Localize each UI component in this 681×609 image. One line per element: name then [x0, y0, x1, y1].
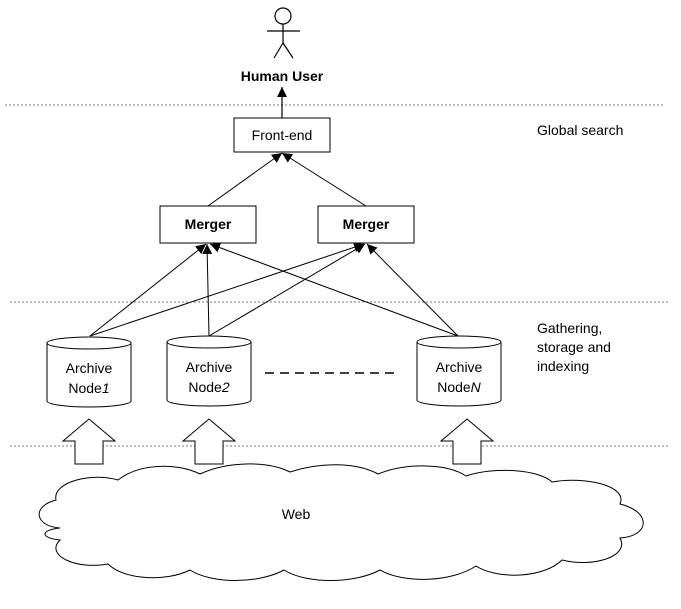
layer-label-gathering-1: Gathering, [537, 320, 602, 336]
arrow-node1-to-merger1 [89, 243, 207, 337]
archive-node-1-line2: Node1 [68, 380, 109, 396]
archive-node-n: Archive NodeN [416, 335, 502, 407]
merger-label-2: Merger [343, 216, 390, 232]
layer-label-gathering-3: indexing [537, 358, 589, 374]
block-arrow-up-n [439, 418, 495, 465]
archive-node-2: Archive Node2 [166, 335, 252, 407]
arrow-nodeN-to-merger2 [366, 243, 459, 337]
archive-node-2-line1: Archive [186, 359, 233, 375]
arrow-merger2-to-frontend [281, 152, 367, 207]
archive-node-n-line2: NodeN [437, 379, 481, 395]
arrow-node2-to-merger1 [202, 243, 213, 337]
merger-box-1 [159, 205, 257, 244]
frontend-box [233, 117, 331, 153]
human-user-icon [267, 7, 300, 59]
merger-label-1: Merger [185, 216, 232, 232]
frontend-label: Front-end [252, 127, 313, 143]
arrow-node2-to-merger2 [208, 243, 366, 337]
arrow-merger1-to-frontend [207, 152, 283, 207]
archive-node-1: Archive Node1 [46, 336, 132, 408]
web-cloud-shape [38, 463, 644, 581]
layer-label-gathering-2: storage and [537, 339, 611, 355]
archive-node-1-line1: Archive [66, 360, 113, 376]
arrow-node1-to-merger2 [89, 242, 365, 337]
arrow-nodeN-to-merger1 [209, 242, 459, 337]
layer-label-global-search: Global search [537, 122, 623, 138]
human-user-label: Human User [241, 68, 324, 84]
archive-node-2-line2: Node2 [188, 379, 229, 395]
block-arrow-up-2 [181, 418, 237, 465]
block-arrow-up-1 [61, 418, 117, 465]
web-label: Web [282, 506, 311, 522]
archive-node-n-line1: Archive [436, 359, 483, 375]
